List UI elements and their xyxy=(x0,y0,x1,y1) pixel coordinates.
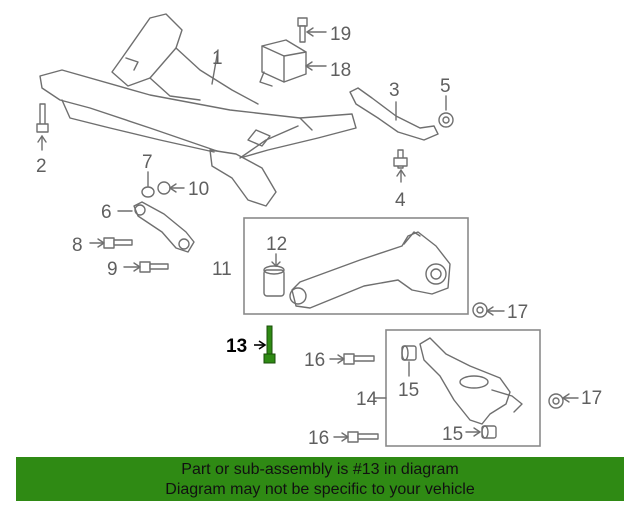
nut-10 xyxy=(157,181,185,195)
lateral-link-6 xyxy=(117,201,195,253)
nut-5 xyxy=(438,95,454,128)
callout-18: 18 xyxy=(330,60,351,81)
callout-7: 7 xyxy=(142,152,153,173)
callout-13: 13 xyxy=(226,336,247,357)
bolt-9 xyxy=(123,261,169,273)
callout-2: 2 xyxy=(36,156,47,177)
callout-box-14 xyxy=(385,329,541,447)
upper-arm-3 xyxy=(349,87,439,141)
nut-17a xyxy=(472,302,505,318)
banner-line-2: Diagram may not be specific to your vehi… xyxy=(165,481,475,498)
callout-8: 8 xyxy=(72,235,83,256)
callout-11: 11 xyxy=(212,259,232,280)
callout-17b: 17 xyxy=(581,388,602,409)
callout-17a: 17 xyxy=(507,302,528,323)
bushing-15b xyxy=(465,425,497,439)
subframe xyxy=(39,13,357,207)
bushing-12 xyxy=(263,253,285,297)
callout-15a: 15 xyxy=(398,380,419,401)
bolt-2 xyxy=(36,103,49,151)
bracket-18 xyxy=(259,39,327,87)
bushing-15a xyxy=(401,345,417,377)
callout-box-11 xyxy=(243,217,469,315)
bolt-16b xyxy=(333,431,379,443)
callout-3: 3 xyxy=(389,80,400,101)
callout-5: 5 xyxy=(440,76,451,97)
callout-14: 14 xyxy=(356,389,378,410)
callout-16b: 16 xyxy=(308,428,329,449)
callout-4: 4 xyxy=(395,190,406,211)
callout-1: 1 xyxy=(212,48,223,69)
trailing-arm-11 xyxy=(289,231,451,309)
callout-19: 19 xyxy=(330,24,351,45)
bolt-16a xyxy=(329,353,375,365)
info-banner: Part or sub-assembly is #13 in diagram D… xyxy=(16,457,624,501)
nut-17b xyxy=(548,393,579,409)
bolt-13 xyxy=(254,325,276,364)
bolt-19 xyxy=(297,17,327,43)
callout-6: 6 xyxy=(101,202,112,223)
lower-arm-14 xyxy=(373,337,523,425)
washer-7 xyxy=(141,171,155,198)
callout-16a: 16 xyxy=(304,350,325,371)
bolt-4 xyxy=(393,149,408,183)
bolt-8 xyxy=(89,237,133,249)
parts-diagram: 1 2 3 4 5 6 7 8 9 10 11 12 13 14 15 15 1… xyxy=(36,13,602,449)
callout-9: 9 xyxy=(107,259,118,280)
callout-12: 12 xyxy=(266,234,287,255)
callout-15b: 15 xyxy=(442,424,463,445)
banner-line-1: Part or sub-assembly is #13 in diagram xyxy=(181,461,459,478)
callout-10: 10 xyxy=(188,179,209,200)
